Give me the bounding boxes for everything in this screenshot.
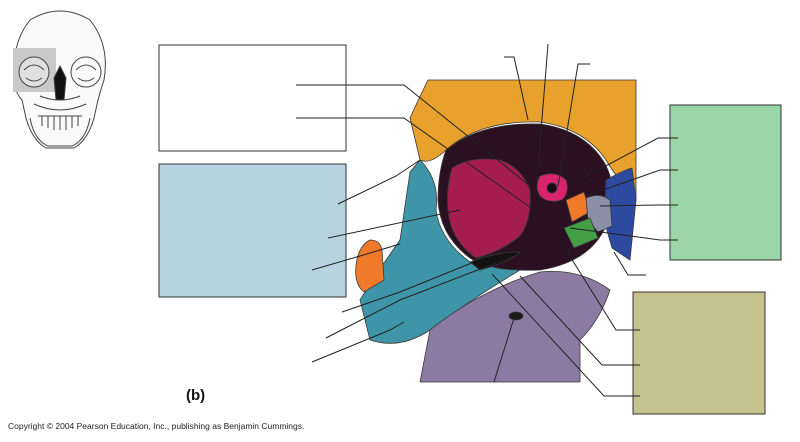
leader-line-6 xyxy=(341,261,475,313)
orbit-bones xyxy=(355,79,637,383)
leader-line-9 xyxy=(504,56,529,121)
leader-line-8 xyxy=(311,321,405,363)
label-box-khaki xyxy=(632,291,766,415)
skull-orbit-detail-left xyxy=(23,64,45,82)
skull-right-orbit xyxy=(70,56,102,88)
leader-line-20 xyxy=(493,317,515,383)
leader-line-1 xyxy=(296,84,531,187)
skull-maxilla-lines xyxy=(33,95,87,111)
leader-line-12 xyxy=(571,137,678,185)
infraorbital-foramen xyxy=(508,311,524,321)
leader-line-13 xyxy=(585,169,678,197)
leader-line-18 xyxy=(519,275,640,366)
frontal-bone xyxy=(409,79,637,202)
nasal-region-blue xyxy=(603,167,637,261)
leader-line-14 xyxy=(599,204,678,207)
leader-line-15 xyxy=(569,227,678,241)
leader-line-7 xyxy=(325,255,515,339)
skull-left-orbit xyxy=(18,56,50,88)
leader-line-4 xyxy=(327,209,461,239)
leader-lines xyxy=(296,43,678,397)
inferior-orbital-fissure xyxy=(469,251,521,271)
leader-line-19 xyxy=(491,273,640,397)
skull-thumbnail xyxy=(13,10,106,149)
copyright-notice: Copyright © 2004 Pearson Education, Inc.… xyxy=(8,421,305,431)
sphenoid-greater-wing xyxy=(447,158,531,259)
leader-line-10 xyxy=(535,43,549,195)
nasal-region-gray xyxy=(585,195,613,233)
optic-canal xyxy=(546,182,558,194)
skull-mandible xyxy=(29,117,91,147)
skull-teeth xyxy=(38,115,82,130)
leader-line-2 xyxy=(296,117,535,211)
label-box-white xyxy=(158,44,347,152)
nasal-bone-orange xyxy=(355,239,385,293)
leader-line-16 xyxy=(613,251,646,276)
label-box-blue xyxy=(158,163,347,298)
leader-line-3 xyxy=(337,159,421,205)
leader-line-11 xyxy=(557,63,590,187)
panel-label: (b) xyxy=(186,387,206,404)
label-box-green xyxy=(669,104,782,261)
maxilla-bone xyxy=(419,271,611,383)
nasal-region-green xyxy=(563,217,599,249)
skull-nasal-cavity xyxy=(53,64,67,101)
skull-orbit-detail-right xyxy=(75,64,97,82)
leader-line-5 xyxy=(311,243,401,271)
leader-line-17 xyxy=(555,233,640,331)
